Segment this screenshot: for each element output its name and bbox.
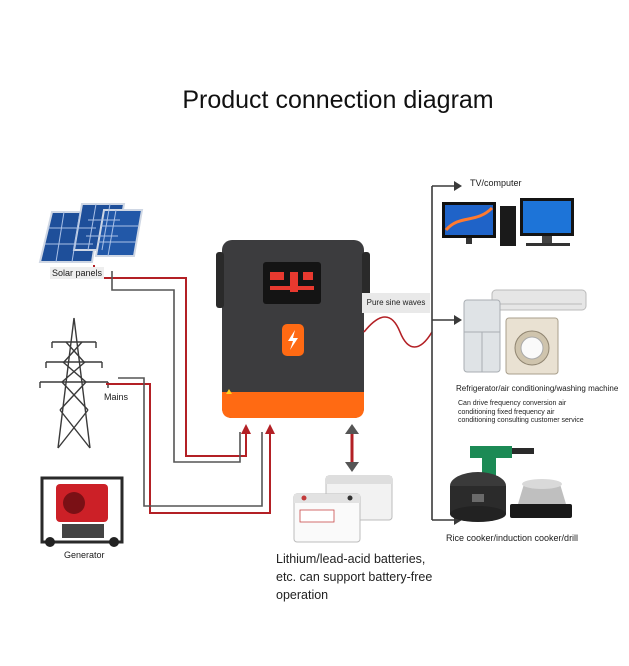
refrigerator-label: Refrigerator/air conditioning/washing ma… — [456, 384, 619, 393]
generator-icon — [40, 476, 124, 547]
computer-icon — [500, 198, 574, 246]
battery-arrow-icon — [345, 424, 359, 472]
solar-panels-icon — [38, 203, 144, 263]
inverter-icon — [216, 240, 370, 418]
output-bracket — [431, 185, 456, 521]
input-wires-dark — [111, 271, 263, 507]
solar-panels-label: Solar panels — [50, 267, 105, 279]
rice-cooker-icon — [450, 472, 506, 522]
rice-cooker-label: Rice cooker/induction cooker/drill — [446, 533, 579, 543]
tv-computer-label: TV/computer — [470, 178, 522, 188]
washing-machine-icon — [505, 317, 559, 375]
frequency-note: Can drive frequency conversion air condi… — [458, 400, 584, 424]
batteries-icon — [293, 475, 393, 543]
input-arrows — [241, 424, 275, 434]
diagram-title: Product connection diagram — [182, 86, 494, 114]
power-tower-icon — [39, 317, 109, 449]
sine-wave — [363, 316, 433, 348]
refrigerator-icon — [463, 299, 501, 373]
mains-label: Mains — [104, 392, 129, 402]
induction-cooker-icon — [510, 479, 572, 518]
generator-label: Generator — [64, 550, 105, 560]
battery-label: Lithium/lead-acid batteries, etc. can su… — [276, 552, 433, 602]
air-conditioner-icon — [491, 289, 587, 311]
sine-waves-label: Pure sine waves — [362, 293, 430, 313]
tv-icon — [442, 202, 496, 244]
